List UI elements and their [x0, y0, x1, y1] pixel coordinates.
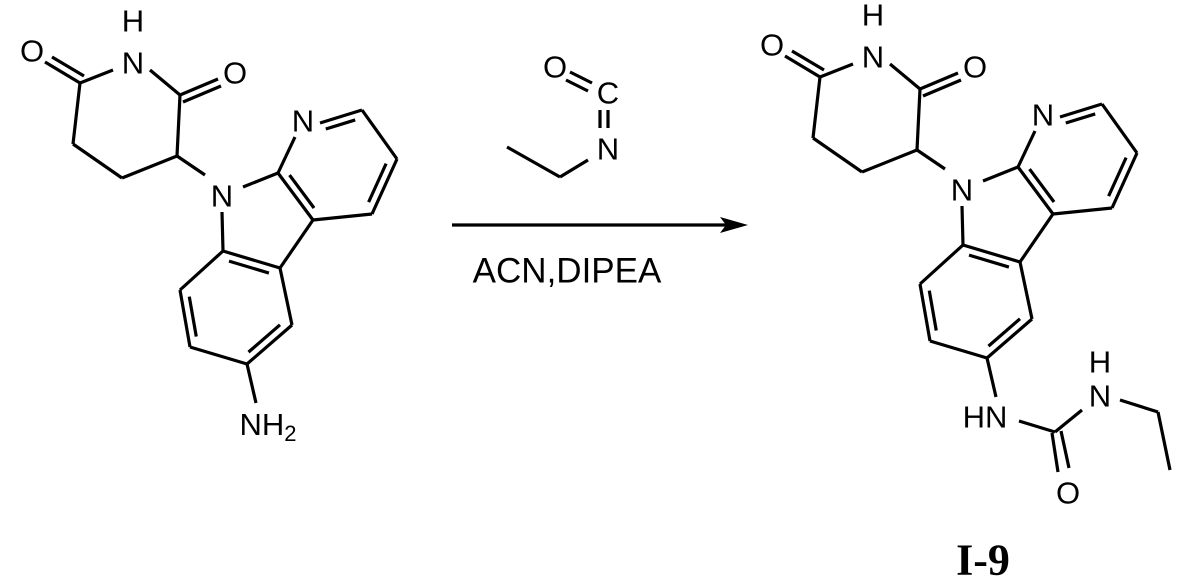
bond — [243, 173, 278, 187]
bond-c-n — [1055, 410, 1082, 432]
bond — [1018, 131, 1035, 167]
bond — [962, 206, 963, 245]
bond-c-o-second — [1061, 431, 1069, 468]
double-bond-inner-line — [1109, 158, 1127, 197]
oxygen-label: O — [20, 34, 44, 69]
bond — [278, 137, 295, 173]
bond-n-c — [890, 64, 920, 89]
bond-n-c — [1019, 421, 1055, 432]
bond — [222, 212, 223, 251]
bond-c-o — [785, 56, 820, 77]
bond — [920, 245, 963, 284]
bond — [122, 156, 177, 178]
nitrogen-label: N — [597, 132, 619, 167]
hydrogen-label: H — [122, 4, 144, 39]
bond-c-o-second — [792, 51, 824, 70]
bond — [247, 325, 292, 364]
bond-c-o — [1052, 433, 1058, 472]
bond — [1053, 208, 1112, 214]
bond — [280, 268, 292, 325]
reaction-conditions: ACN,DIPEA — [473, 252, 662, 291]
nitrogen-label: N — [1089, 379, 1111, 414]
oxygen-label: O — [963, 50, 987, 85]
reaction-arrow: ACN,DIPEA — [452, 217, 748, 291]
bond-o-c-second — [566, 80, 588, 91]
nitrogen-label: N — [951, 173, 973, 208]
bond — [177, 95, 180, 156]
nitrogen-label: N — [1032, 98, 1054, 133]
hydrogen-label: H — [1089, 345, 1111, 380]
nitrogen-label: N — [211, 179, 233, 214]
bond-c6-n — [987, 358, 996, 397]
bond — [73, 144, 122, 178]
bond-c-o-second — [923, 80, 961, 96]
oxygen-label: O — [543, 50, 567, 85]
nitrogen-label: N — [122, 46, 144, 81]
amine-label: NH2 — [239, 407, 296, 446]
bond — [320, 110, 362, 123]
bond — [223, 251, 280, 268]
double-bond-inner-line — [189, 297, 196, 337]
bond — [1020, 262, 1032, 319]
nitrogen-label: N — [292, 104, 314, 139]
nitrogen-label: N — [862, 40, 884, 75]
bond-c6-n — [247, 364, 256, 403]
bond — [1102, 104, 1137, 153]
amine-label-subscript: 2 — [284, 421, 296, 446]
bond — [813, 77, 820, 138]
bond-ch-n9 — [917, 150, 945, 169]
double-bond-inner-line — [929, 291, 936, 331]
bond — [813, 138, 862, 172]
oxygen-label: O — [1056, 476, 1080, 511]
bond-n-c — [150, 70, 180, 95]
bond — [280, 220, 313, 268]
bond — [862, 150, 917, 172]
bond-c-o-second — [183, 86, 221, 102]
bond — [963, 245, 1020, 262]
bond — [73, 83, 80, 144]
bond — [1018, 167, 1053, 214]
compound-id-label: I-9 — [956, 536, 1010, 585]
bond-c-o — [920, 73, 958, 89]
product-molecule: ONHONNHNNHOI-9 — [760, 0, 1170, 585]
bond — [313, 214, 372, 220]
bond — [278, 173, 313, 220]
bond — [190, 347, 247, 364]
bond — [1020, 214, 1053, 262]
bond-c-o-second — [52, 57, 84, 76]
bond-ch-n9 — [177, 156, 205, 175]
bond-c-n — [80, 70, 113, 83]
bond-c-n — [820, 64, 853, 77]
bond — [1060, 104, 1102, 117]
bond-c-o — [180, 79, 218, 95]
bond-ch2-ch3 — [1158, 412, 1170, 470]
amide-nh-label: HN — [963, 400, 1008, 435]
amine-label-main: NH — [239, 407, 284, 442]
hydrogen-label: H — [862, 0, 884, 33]
carbon-label: C — [597, 76, 619, 111]
reactant-molecule: ONHONNNH2 — [20, 4, 397, 446]
reagent-ethyl-isocyanate: OCN — [507, 50, 619, 178]
bond-o-c — [570, 72, 592, 83]
bond-c-o — [45, 62, 80, 83]
bond — [362, 110, 397, 159]
bond-n-ch2 — [560, 160, 588, 177]
oxygen-label: O — [760, 28, 784, 63]
bond — [983, 167, 1018, 181]
bond-ch2-ch3 — [507, 147, 560, 177]
double-bond-inner-line — [369, 164, 387, 203]
bond — [180, 251, 223, 290]
bond-n-ch2 — [1120, 400, 1158, 412]
oxygen-label: O — [223, 56, 247, 91]
bond — [917, 89, 920, 150]
bond — [987, 319, 1032, 358]
bond — [930, 341, 987, 358]
